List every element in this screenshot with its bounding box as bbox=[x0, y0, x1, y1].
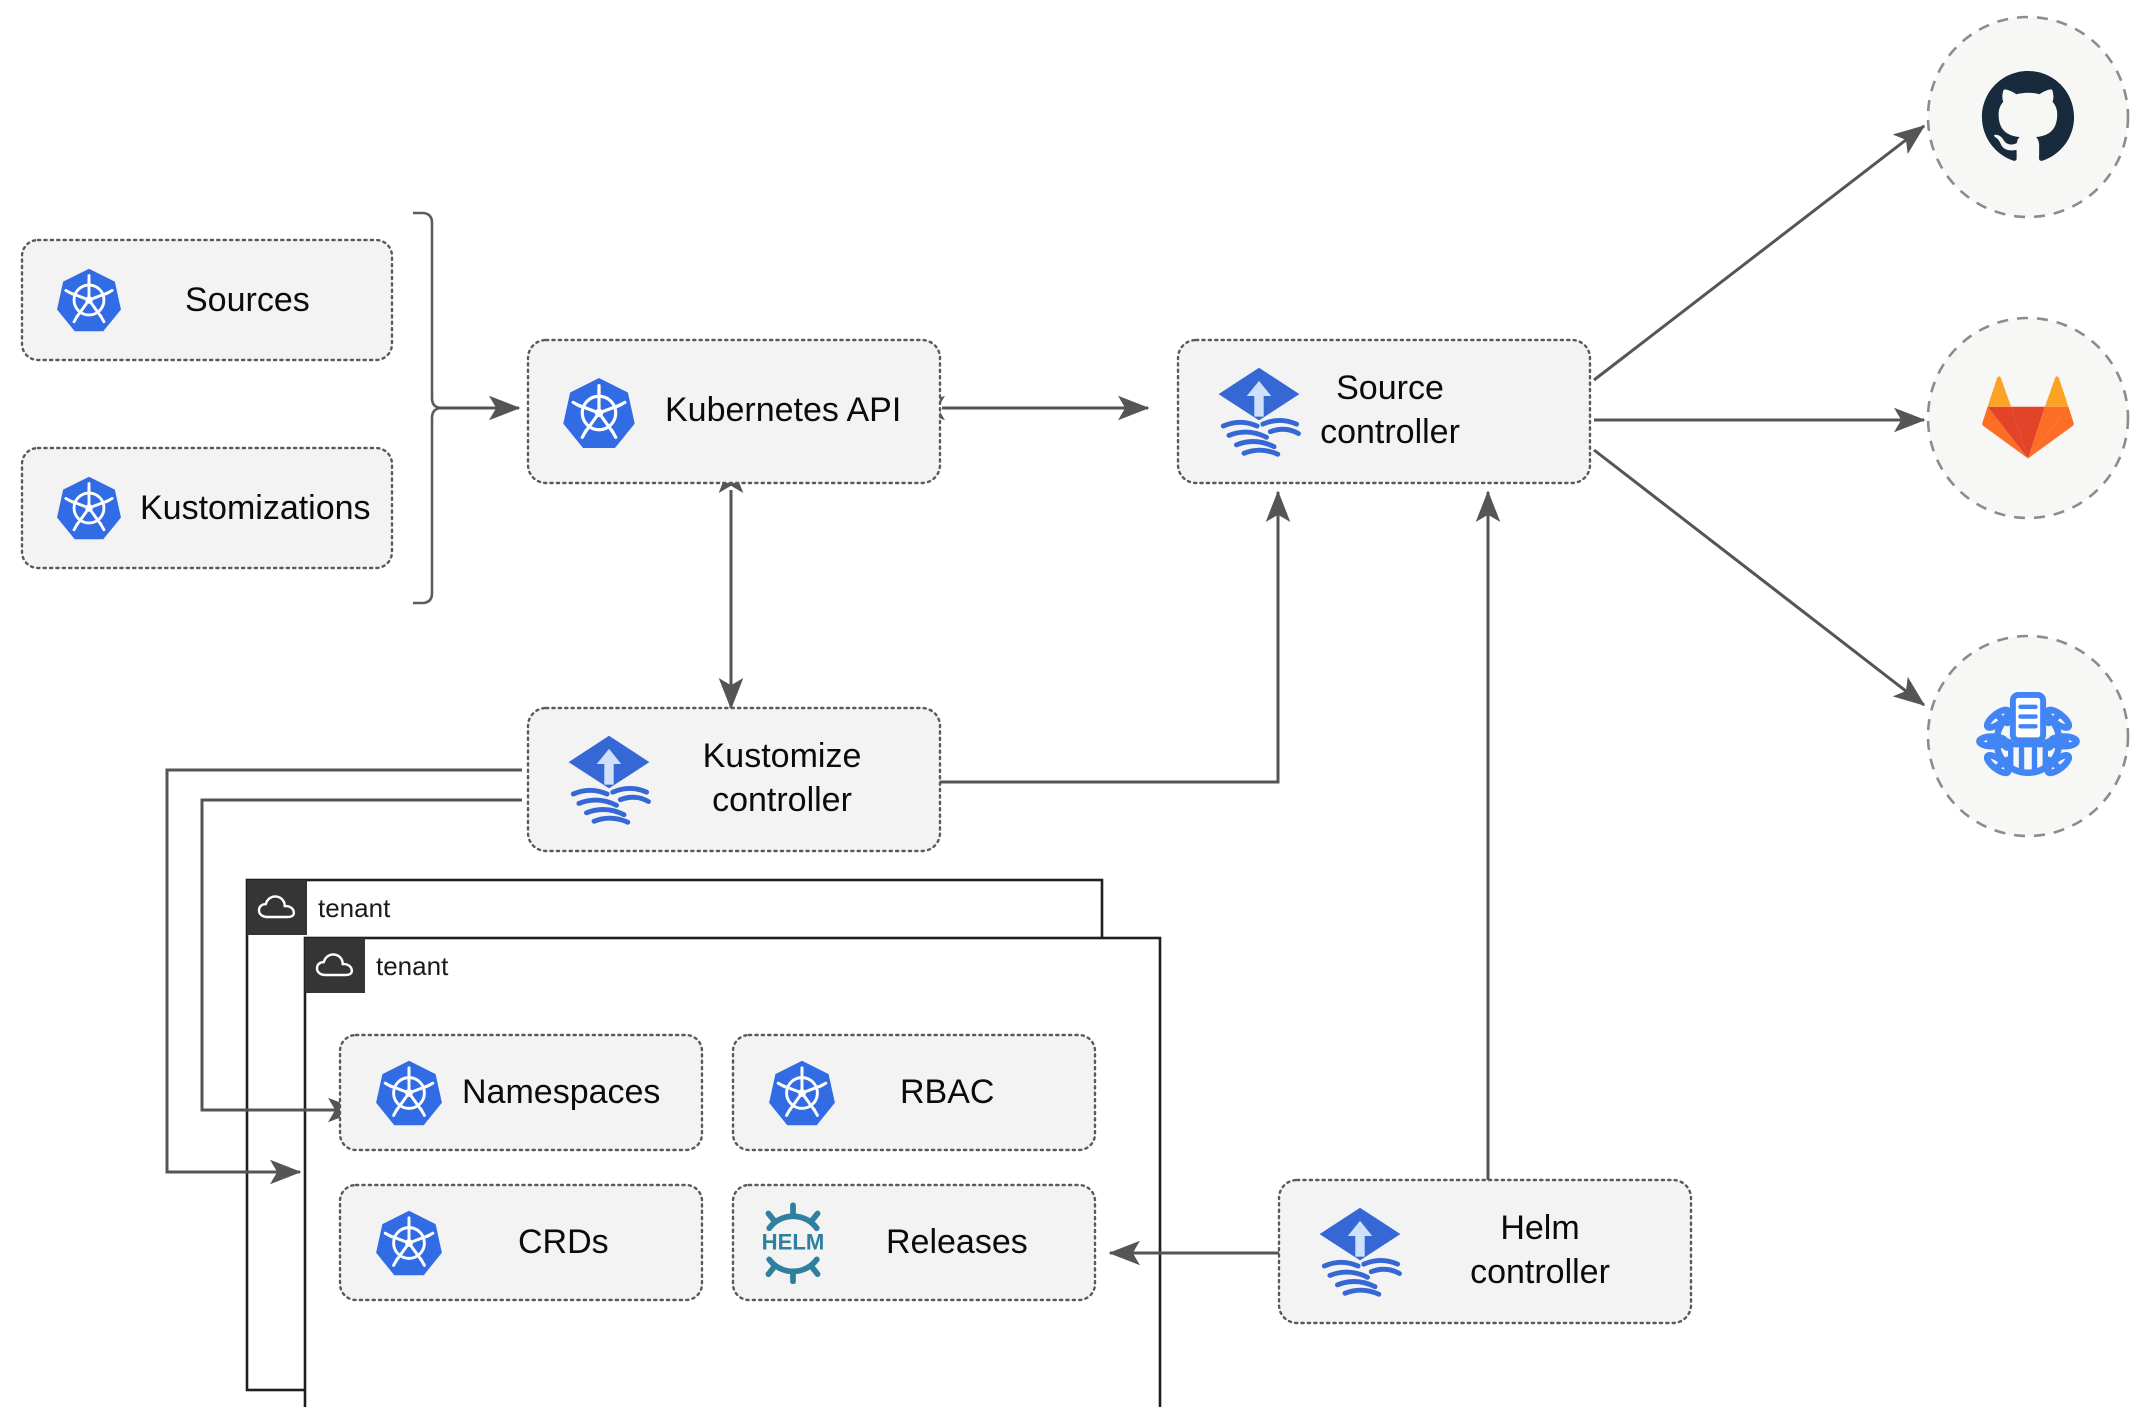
node-repo-gitlab[interactable] bbox=[1926, 316, 2130, 520]
node-kustomize-controller-label-1: Kustomize bbox=[703, 737, 862, 775]
node-helm-controller[interactable]: Helm controller bbox=[1277, 1178, 1693, 1325]
node-crds-label: CRDs bbox=[518, 1223, 609, 1261]
node-namespaces[interactable]: Namespaces bbox=[338, 1033, 704, 1152]
helm-icon bbox=[762, 1205, 825, 1281]
tenant-outer-header bbox=[247, 880, 307, 935]
node-source-controller-label-2: controller bbox=[1320, 413, 1460, 451]
node-kustomizations[interactable]: Kustomizations bbox=[20, 446, 394, 570]
tenant-inner-container: tenant bbox=[303, 936, 1162, 1407]
connector-source-github bbox=[1593, 124, 1926, 382]
node-kustomize-controller[interactable]: Kustomize controller bbox=[526, 706, 942, 853]
tenant-outer-label: tenant bbox=[318, 893, 391, 923]
tenant-inner-label: tenant bbox=[376, 951, 449, 981]
node-rbac-label: RBAC bbox=[900, 1073, 994, 1111]
node-namespaces-label: Namespaces bbox=[462, 1073, 660, 1111]
connector-kustomize-tenant-inner bbox=[200, 798, 522, 1123]
node-helm-controller-label-1: Helm bbox=[1500, 1209, 1579, 1247]
node-releases[interactable]: Releases bbox=[731, 1183, 1097, 1302]
tenant-inner-header bbox=[305, 938, 365, 993]
node-sources[interactable]: Sources bbox=[20, 238, 394, 362]
connector-source-chartmuseum bbox=[1593, 448, 1926, 707]
connector-sources-bracket bbox=[413, 211, 521, 605]
connector-kustomize-tenant-outer bbox=[165, 768, 522, 1185]
node-sources-label: Sources bbox=[185, 281, 310, 319]
node-helm-controller-label-2: controller bbox=[1470, 1253, 1610, 1291]
node-rbac[interactable]: RBAC bbox=[731, 1033, 1097, 1152]
node-kustomizations-label: Kustomizations bbox=[140, 489, 371, 527]
node-source-controller[interactable]: Source controller bbox=[1176, 338, 1592, 485]
connector-kustomize-source bbox=[940, 490, 1291, 784]
node-repo-chartmuseum[interactable] bbox=[1926, 634, 2130, 838]
node-releases-label: Releases bbox=[886, 1223, 1028, 1261]
node-crds[interactable]: CRDs bbox=[338, 1183, 704, 1302]
node-kubernetes-api-label: Kubernetes API bbox=[665, 391, 901, 429]
node-kustomize-controller-label-2: controller bbox=[712, 781, 852, 819]
node-kubernetes-api[interactable]: Kubernetes API bbox=[526, 338, 942, 485]
node-source-controller-label-1: Source bbox=[1336, 369, 1444, 407]
node-repo-github[interactable] bbox=[1926, 15, 2130, 219]
